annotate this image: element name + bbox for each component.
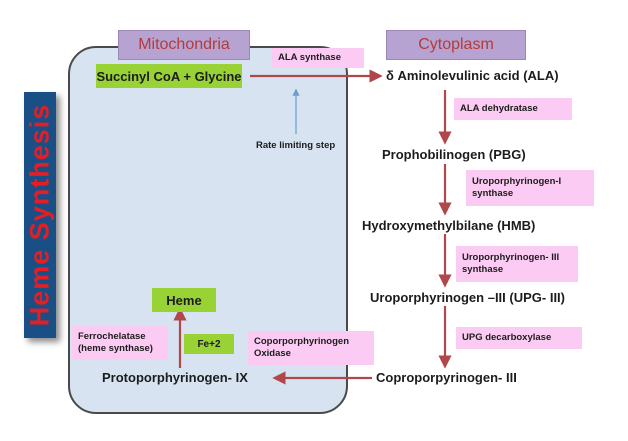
substrate-ala: δ Aminolevulinic acid (ALA) xyxy=(386,68,559,83)
enzyme-ferro-line2: (heme synthase) xyxy=(78,343,153,354)
cytoplasm-header: Cytoplasm xyxy=(386,30,526,60)
substrate-coproporphyrinogen: Coproporpyrinogen- III xyxy=(376,370,517,385)
cofactor-fe2: Fe+2 xyxy=(184,334,234,354)
substrate-upg: Uroporphyrinogen –III (UPG- III) xyxy=(370,290,565,305)
enzyme-uroporphyrinogen-i-synthase: Uroporphyrinogen-I synthase xyxy=(466,170,594,206)
enzyme-ala-dehydratase-label: ALA dehydratase xyxy=(460,103,538,114)
enzyme-uro3-line2: synthase xyxy=(462,264,504,275)
enzyme-upg-decarboxylase: UPG decarboxylase xyxy=(456,327,582,349)
rate-limiting-step-note: Rate limiting step xyxy=(256,140,336,151)
enzyme-ala-synthase-label: ALA synthase xyxy=(278,52,341,63)
enzyme-upg-decarboxylase-label: UPG decarboxylase xyxy=(462,332,552,343)
enzyme-uro3-line1: Uroporphyrinogen- III xyxy=(462,252,560,263)
enzyme-copro-ox-line1: Coporporphyrinogen xyxy=(254,336,349,347)
mitochondria-header: Mitochondria xyxy=(118,30,250,60)
title-banner: Heme Synthesis xyxy=(24,92,56,338)
enzyme-uroporphyrinogen-iii-synthase: Uroporphyrinogen- III synthase xyxy=(456,246,578,282)
product-heme: Heme xyxy=(152,288,216,312)
substrate-succinyl-coa-glycine: Succinyl CoA + Glycine xyxy=(96,64,242,88)
substrate-protoporphyrinogen: Protoporphyrinogen- IX xyxy=(102,370,248,385)
substrate-pbg: Prophobilinogen (PBG) xyxy=(382,147,526,162)
enzyme-uro1-line2: synthase xyxy=(472,188,514,199)
enzyme-copro-ox-line2: Oxidase xyxy=(254,348,291,359)
enzyme-ala-dehydratase: ALA dehydratase xyxy=(454,98,572,120)
enzyme-uro1-line1: Uroporphyrinogen-I xyxy=(472,176,562,187)
enzyme-ferrochelatase: Ferrochelatase (heme synthase) xyxy=(72,326,168,360)
enzyme-ala-synthase: ALA synthase xyxy=(272,48,364,68)
substrate-hmb: Hydroxymethylbilane (HMB) xyxy=(362,218,536,233)
enzyme-ferro-line1: Ferrochelatase xyxy=(78,331,146,342)
enzyme-coproporphyrinogen-oxidase: Coporporphyrinogen Oxidase xyxy=(248,331,374,365)
